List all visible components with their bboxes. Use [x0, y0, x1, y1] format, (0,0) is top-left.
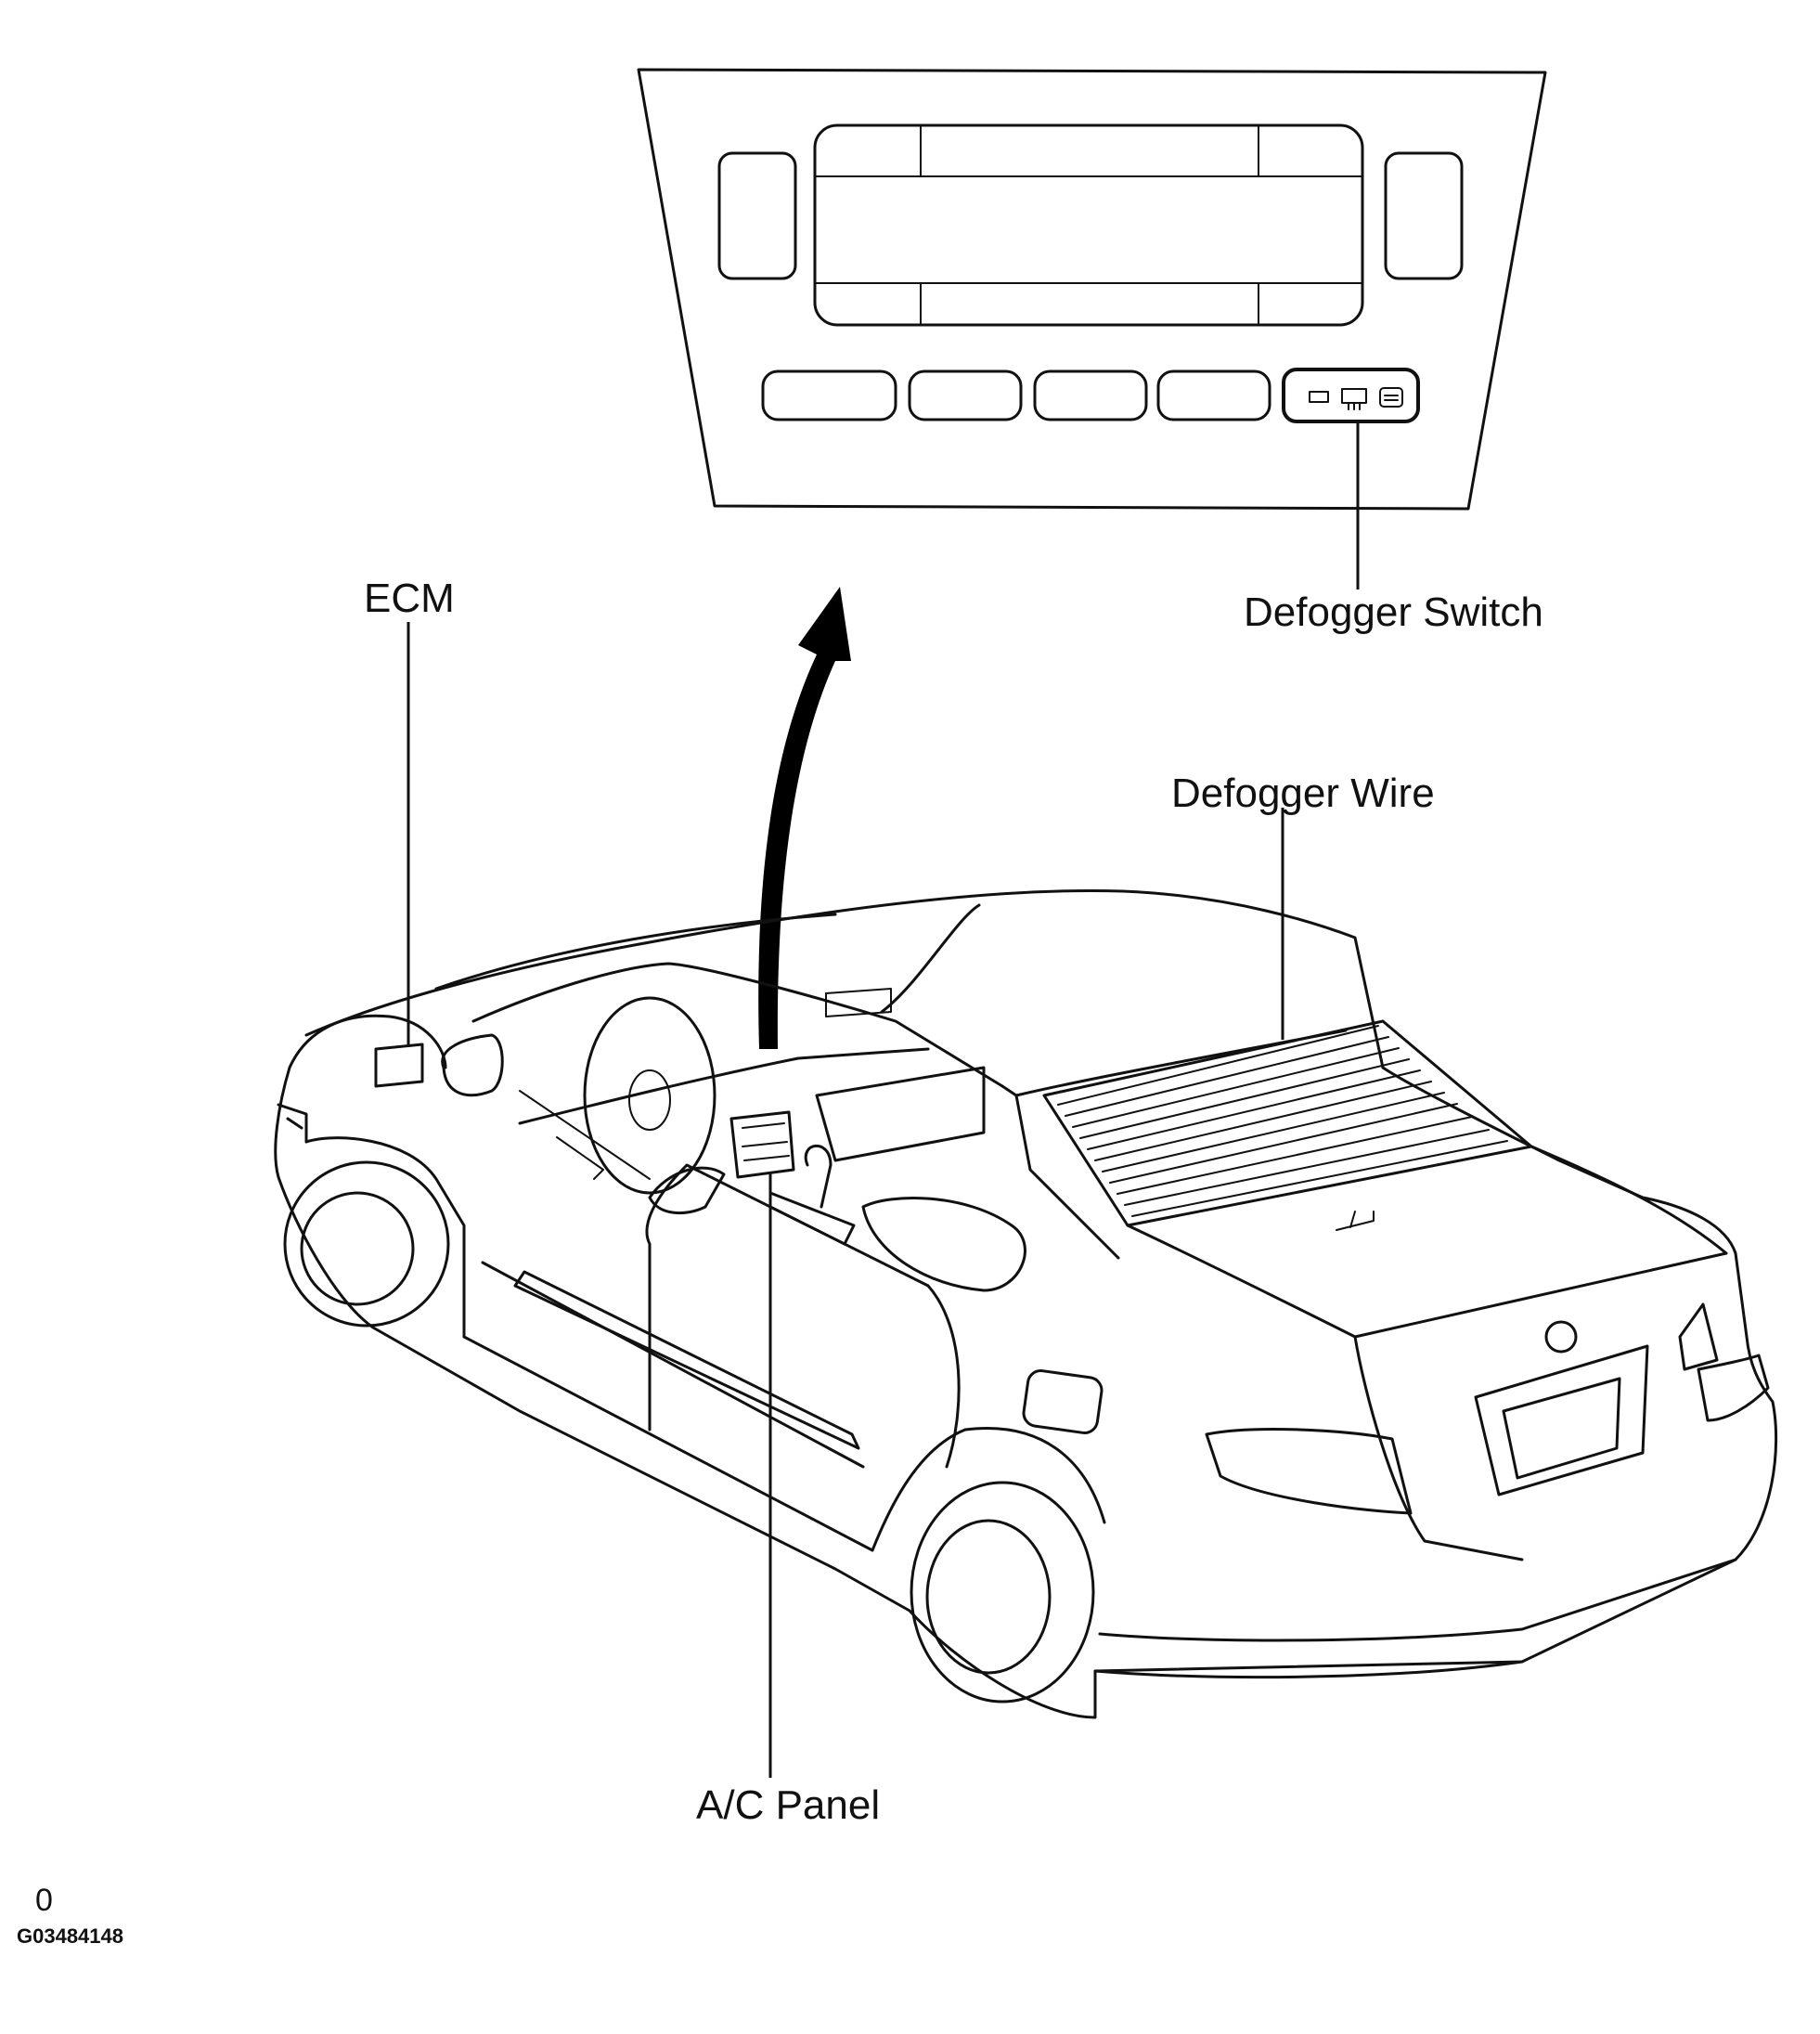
corner-mark: 0 [35, 1883, 53, 1918]
defogger-switch-label: Defogger Switch [1244, 589, 1543, 635]
figure-code: G03484148 [17, 1924, 123, 1948]
sedan-illustration [274, 888, 1778, 1719]
arrow-icon [758, 587, 851, 1049]
defogger-wire-label: Defogger Wire [1171, 771, 1435, 816]
ac-panel-label: A/C Panel [696, 1782, 881, 1828]
ecm-label: ECM [364, 576, 455, 621]
ac-panel-enlarged-view [637, 68, 1547, 511]
ac-panel-in-dash [729, 1110, 795, 1179]
ecm-module [374, 1043, 424, 1088]
rear-window-defogger-grid [1057, 1025, 1508, 1217]
